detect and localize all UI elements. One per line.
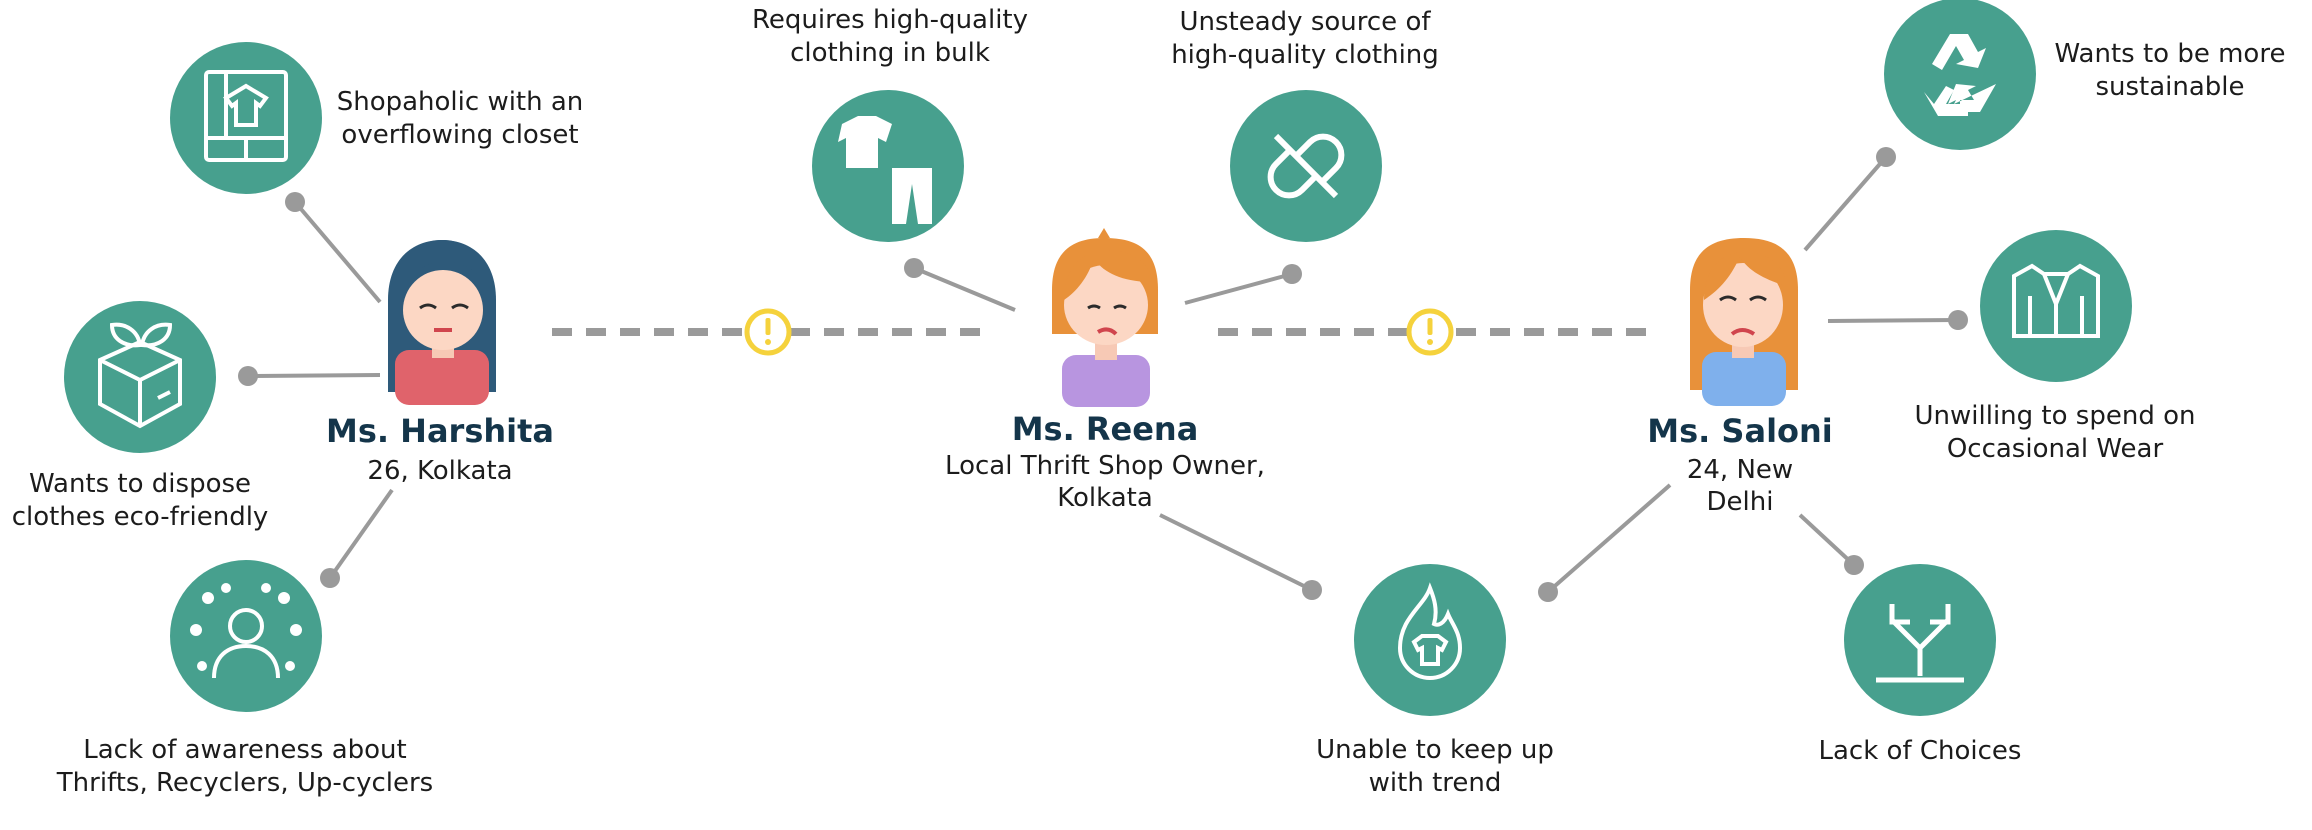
persona-detail-line: 26, Kolkata: [367, 456, 513, 486]
persona-detail-line: Delhi: [1706, 487, 1774, 517]
persona-details-harshita: 26, Kolkata: [290, 455, 590, 487]
need-circle-clothing: [812, 90, 964, 242]
need-label-clothing: Requires high-quality clothing in bulk: [730, 4, 1050, 70]
trend-fire-icon: [1397, 582, 1463, 680]
need-label-line: Occasional Wear: [1946, 434, 2164, 464]
need-circle-broken-link: [1230, 90, 1382, 242]
need-label-line: Unwilling to spend on: [1914, 401, 2196, 431]
connectors: [238, 147, 1968, 602]
need-label-line: clothing in bulk: [790, 38, 990, 68]
need-label-wardrobe: Shopaholic with an overflowing closet: [320, 86, 600, 152]
need-label-eco-box: Wants to dispose clothes eco-friendly: [0, 468, 280, 534]
need-circle-split-arrows: [1844, 564, 1996, 716]
confused-person-icon: [190, 583, 302, 679]
need-label-broken-link: Unsteady source of high-quality clothing: [1150, 6, 1460, 72]
need-label-confused-person: Lack of awareness about Thrifts, Recycle…: [40, 734, 450, 800]
clothing-icon: [838, 116, 932, 224]
need-label-trend-fire: Unable to keep up with trend: [1290, 734, 1580, 800]
persona-detail-line: Local Thrift Shop Owner,: [945, 451, 1265, 481]
broken-link-icon: [1267, 133, 1345, 199]
persona-detail-line: 24, New: [1686, 455, 1794, 485]
need-label-line: Wants to dispose: [28, 469, 252, 499]
persona-link-right: [1218, 308, 1650, 356]
persona-name-saloni: Ms. Saloni: [1647, 412, 1833, 450]
need-circle-wardrobe: [170, 42, 322, 194]
wardrobe-icon: [204, 70, 288, 162]
persona-detail-line: Kolkata: [1057, 483, 1153, 513]
avatar-saloni: [1690, 238, 1798, 406]
need-label-split-arrows: Lack of Choices: [1790, 735, 2050, 768]
need-label-line: clothes eco-friendly: [11, 502, 269, 532]
persona-name-harshita: Ms. Harshita: [325, 412, 555, 450]
need-label-line: with trend: [1368, 768, 1502, 798]
need-label-line: sustainable: [2095, 72, 2245, 102]
need-label-line: Requires high-quality: [751, 5, 1029, 35]
need-label-line: overflowing closet: [341, 120, 579, 150]
need-label-jacket: Unwilling to spend on Occasional Wear: [1890, 400, 2220, 466]
persona-details-reena: Local Thrift Shop Owner, Kolkata: [905, 450, 1305, 514]
need-label-line: Lack of awareness about: [83, 735, 407, 765]
need-label-line: Unable to keep up: [1316, 735, 1554, 765]
eco-box-icon: [98, 322, 182, 429]
need-circle-trend-fire: [1354, 564, 1506, 716]
need-label-line: Wants to be more: [2054, 39, 2286, 69]
jacket-icon: [2012, 263, 2100, 338]
need-label-line: high-quality clothing: [1171, 40, 1439, 70]
need-circle-eco-box: [64, 301, 216, 453]
persona-details-saloni: 24, New Delhi: [1590, 454, 1890, 518]
need-label-line: Thrifts, Recyclers, Up-cyclers: [56, 768, 434, 798]
need-circle-jacket: [1980, 230, 2132, 382]
avatar-harshita: [388, 240, 496, 405]
need-label-line: Lack of Choices: [1818, 736, 2022, 766]
persona-link-left: [552, 308, 985, 356]
need-label-line: Unsteady source of: [1179, 7, 1431, 37]
persona-name-reena: Ms. Reena: [1011, 410, 1199, 448]
need-circle-confused-person: [170, 560, 322, 712]
need-label-recycle: Wants to be more sustainable: [2040, 38, 2300, 104]
avatar-reena: [1052, 228, 1158, 407]
split-arrows-icon: [1876, 604, 1964, 683]
recycle-icon: [1924, 34, 1996, 116]
need-label-line: Shopaholic with an: [336, 87, 584, 117]
need-circle-recycle: [1884, 0, 2036, 150]
